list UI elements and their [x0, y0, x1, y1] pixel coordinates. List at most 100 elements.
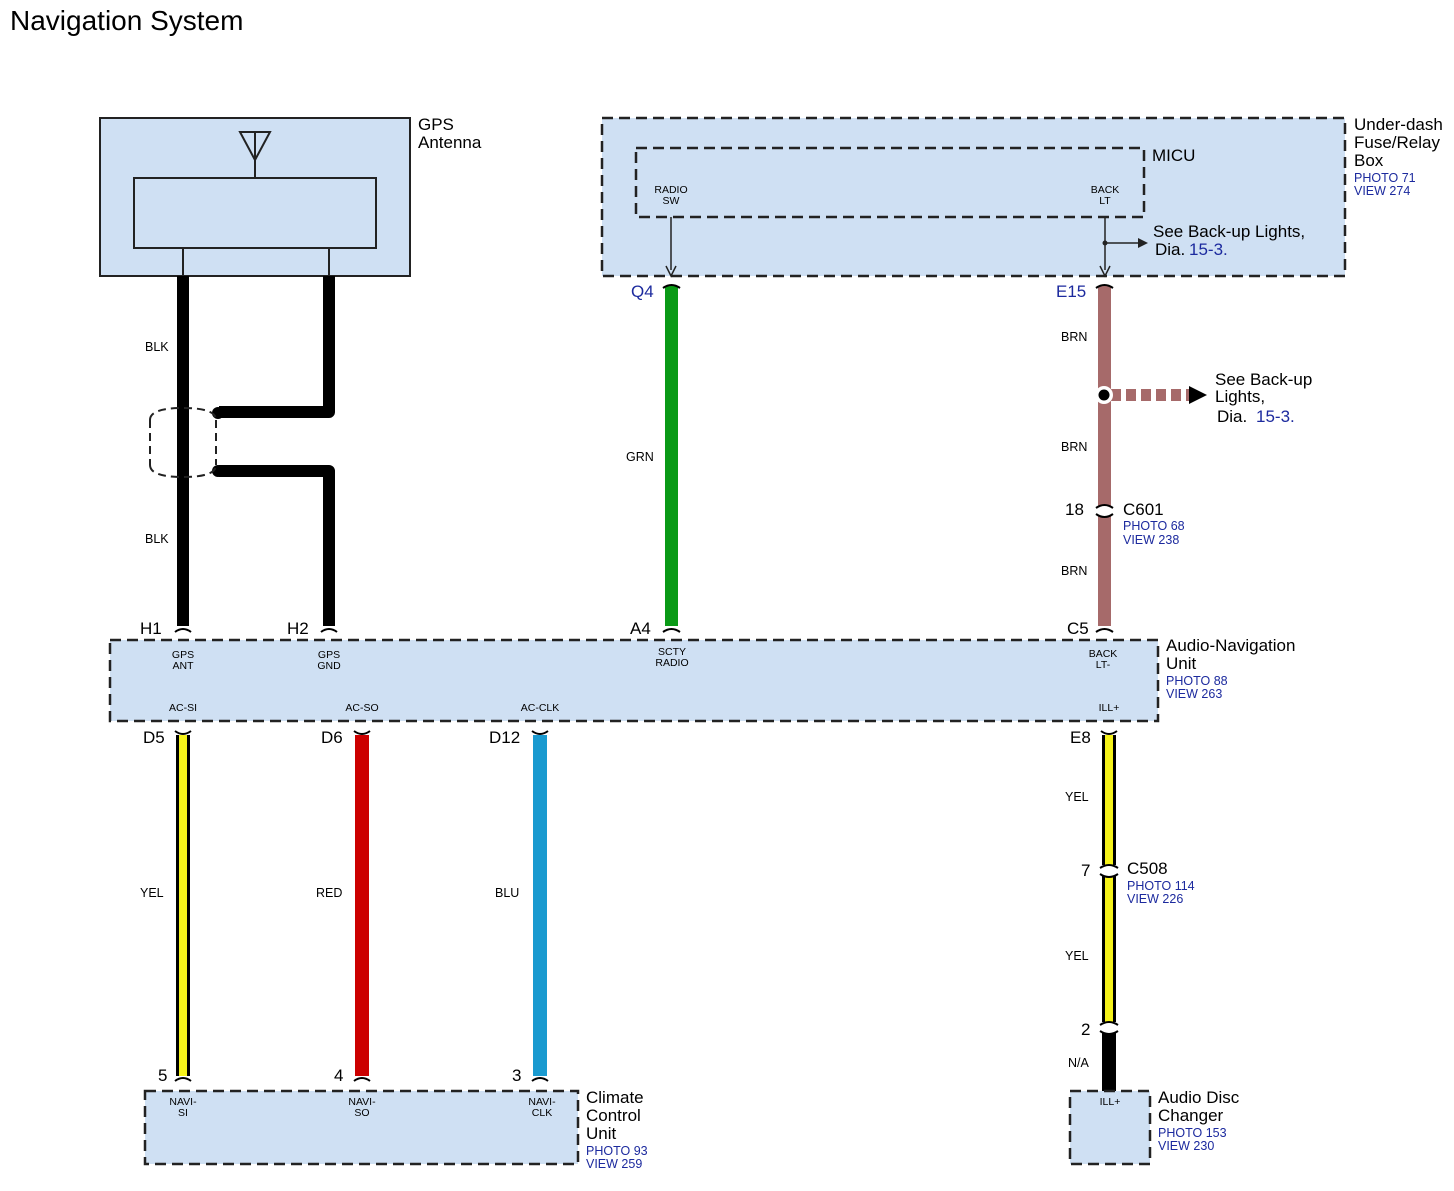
micu-reference-dia: Dia. — [1155, 240, 1185, 259]
arrow-right-icon — [1138, 238, 1148, 248]
grn-wire — [665, 286, 678, 626]
wire-label-brn-2: BRN — [1061, 440, 1087, 454]
audio-disc-changer-box — [1068, 1089, 1152, 1166]
wire-label-blu: BLU — [495, 886, 519, 900]
terminal-scty-radio-2: RADIO — [655, 657, 688, 669]
arrow-down-icon — [1099, 265, 1111, 278]
terminal-gps-ant-2: ANT — [173, 660, 195, 672]
wire-label-blk-2: BLK — [145, 532, 169, 546]
adc-view-link[interactable]: VIEW 230 — [1158, 1139, 1214, 1153]
terminal-ac-so: AC-SO — [345, 702, 378, 714]
connector-e15 — [1095, 284, 1114, 289]
c508-photo-link[interactable]: PHOTO 114 — [1127, 879, 1195, 893]
terminal-gps-ant: GPS — [172, 649, 194, 661]
pin-d5: D5 — [143, 728, 165, 747]
ccu-label-3: Unit — [586, 1124, 617, 1143]
brn-wire-2 — [1098, 516, 1111, 626]
ccu-label-2: Control — [586, 1106, 641, 1125]
terminal-ill-plus: ILL+ — [1099, 702, 1120, 714]
yel-wire — [179, 735, 187, 1076]
wire-label-blk: BLK — [145, 340, 169, 354]
pin-e8: E8 — [1070, 728, 1091, 747]
terminal-ac-clk: AC-CLK — [521, 702, 560, 714]
terminal-gps-gnd-2: GND — [317, 660, 341, 672]
red-wire — [355, 735, 369, 1076]
c601-label: C601 — [1123, 500, 1164, 519]
anu-view-link[interactable]: VIEW 263 — [1166, 687, 1222, 701]
adc-label-2: Changer — [1158, 1106, 1224, 1125]
gps-antenna — [99, 117, 411, 277]
c601-photo-link[interactable]: PHOTO 68 — [1123, 519, 1185, 533]
ccu-view-link[interactable]: VIEW 259 — [586, 1157, 642, 1171]
splice-reference-dia: Dia. — [1217, 407, 1247, 426]
wire-label-brn-3: BRN — [1061, 564, 1087, 578]
connector-ccu-3 — [531, 1077, 549, 1082]
adc-label: Audio Disc — [1158, 1088, 1240, 1107]
audio-navigation-unit-box — [108, 638, 1160, 723]
connector-e8 — [1100, 730, 1118, 735]
yel-wire-right — [1105, 735, 1113, 865]
pin-q4: Q4 — [631, 282, 654, 301]
pin-ccu-4: 4 — [334, 1066, 343, 1085]
connector-h1 — [174, 628, 192, 633]
terminal-back-lt-minus-2: LT- — [1096, 659, 1111, 671]
terminal-navi-si: NAVI- — [169, 1096, 197, 1108]
blu-wire — [533, 735, 547, 1076]
connector-a4 — [662, 628, 681, 633]
c508-view-link[interactable]: VIEW 226 — [1127, 892, 1183, 906]
connector-h2 — [320, 628, 338, 633]
splice-reference-link[interactable]: 15-3. — [1256, 407, 1295, 426]
anu-photo-link[interactable]: PHOTO 88 — [1166, 674, 1228, 688]
c508-label: C508 — [1127, 859, 1168, 878]
arrow-down-icon — [665, 265, 677, 278]
micu-reference-text: See Back-up Lights, — [1153, 222, 1305, 241]
ccu-photo-link[interactable]: PHOTO 93 — [586, 1144, 648, 1158]
connector-c5 — [1095, 628, 1114, 633]
na-wire — [1102, 1033, 1116, 1091]
pin-h2: H2 — [287, 619, 309, 638]
terminal-navi-si-2: SI — [178, 1107, 188, 1119]
fuse-box-label-2: Fuse/Relay — [1354, 133, 1440, 152]
pin-d12: D12 — [489, 728, 520, 747]
splice-reference-text: See Back-up — [1215, 370, 1312, 389]
connector-ccu-4 — [353, 1077, 371, 1082]
connector-d6 — [353, 730, 371, 735]
gps-antenna-label-2: Antenna — [418, 133, 482, 152]
pin-c5: C5 — [1067, 619, 1089, 638]
fuse-box-label-3: Box — [1354, 151, 1384, 170]
micu-reference-link[interactable]: 15-3. — [1189, 240, 1228, 259]
pin-h1: H1 — [140, 619, 162, 638]
splice-reference-text-2: Lights, — [1215, 387, 1265, 406]
c508-pin-2: 2 — [1081, 1020, 1090, 1039]
fuse-box-view-link[interactable]: VIEW 274 — [1354, 184, 1410, 198]
pin-ccu-3: 3 — [512, 1066, 521, 1085]
terminal-adc-ill-plus: ILL+ — [1100, 1096, 1121, 1108]
terminal-radio-sw: RADIO — [654, 184, 687, 196]
terminal-scty-radio: SCTY — [658, 646, 686, 658]
terminal-navi-clk: NAVI- — [528, 1096, 556, 1108]
terminal-navi-so: NAVI- — [348, 1096, 376, 1108]
connector-d5 — [174, 730, 192, 735]
terminal-back-lt: BACK — [1091, 184, 1120, 196]
connector-c601 — [1095, 504, 1114, 518]
c601-view-link[interactable]: VIEW 238 — [1123, 533, 1179, 547]
pin-ccu-5: 5 — [158, 1066, 167, 1085]
blk-wire — [177, 276, 335, 626]
antenna-icon — [238, 131, 272, 178]
adc-photo-link[interactable]: PHOTO 153 — [1158, 1126, 1227, 1140]
shield-icon — [149, 406, 217, 479]
wire-label-yel: YEL — [140, 886, 164, 900]
connector-q4 — [662, 284, 681, 289]
pin-d6: D6 — [321, 728, 343, 747]
wire-label-yel-right-2: YEL — [1065, 949, 1089, 963]
terminal-gps-gnd: GPS — [318, 649, 340, 661]
terminal-back-lt-minus: BACK — [1089, 648, 1118, 660]
arrow-right-icon — [1189, 386, 1207, 404]
anu-label: Audio-Navigation — [1166, 636, 1295, 655]
connector-ccu-5 — [174, 1077, 192, 1082]
fuse-box-photo-link[interactable]: PHOTO 71 — [1354, 171, 1416, 185]
terminal-navi-clk-2: CLK — [532, 1107, 552, 1119]
pin-a4: A4 — [630, 619, 651, 638]
ccu-label: Climate — [586, 1088, 644, 1107]
